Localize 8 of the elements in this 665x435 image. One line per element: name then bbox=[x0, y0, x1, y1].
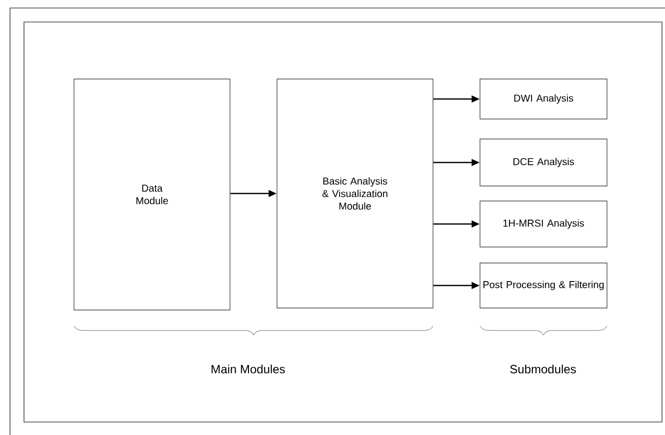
submodule-box: 1H-MRSI Analysis bbox=[480, 200, 608, 248]
module-box: Basic Analysis & Visualization Module bbox=[276, 78, 434, 308]
submodule-box: Post Processing & Filtering bbox=[480, 262, 608, 308]
group-label: Main Modules bbox=[212, 364, 285, 374]
submodule-box: DWI Analysis bbox=[480, 78, 608, 120]
group-label: Submodules bbox=[510, 364, 576, 374]
submodule-box: DCE Analysis bbox=[480, 138, 608, 186]
module-box: Data Module bbox=[74, 78, 230, 310]
